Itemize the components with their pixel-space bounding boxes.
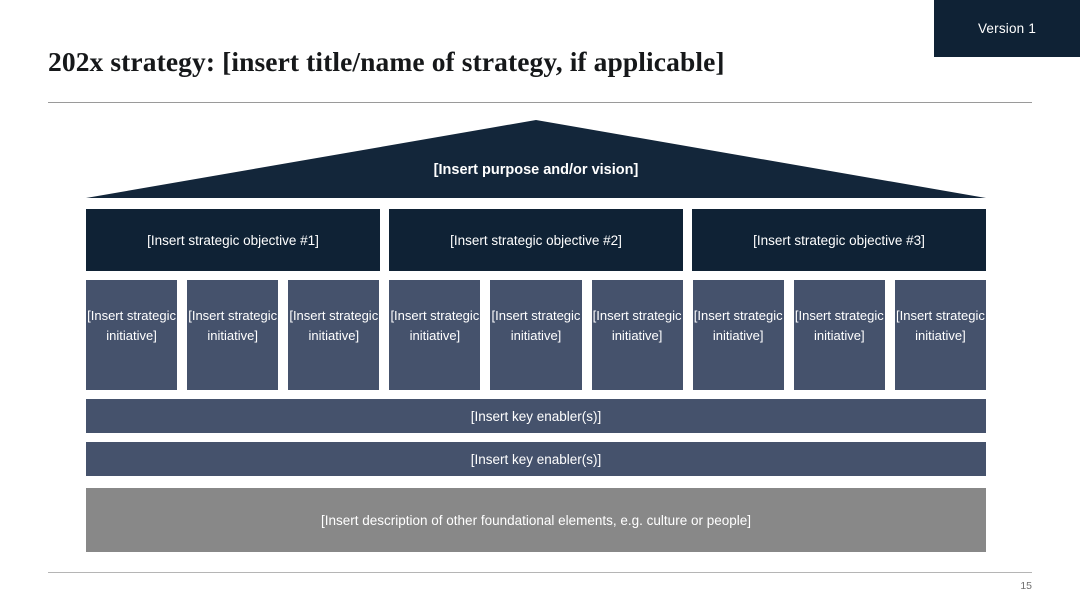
temple-roof: [Insert purpose and/or vision] [86, 120, 986, 198]
initiative-box-8[interactable]: [Insert strategic initiative] [793, 280, 885, 390]
page-title: 202x strategy: [insert title/name of str… [48, 46, 725, 77]
initiative-box-2[interactable]: [Insert strategic initiative] [187, 280, 279, 390]
objectives-row: [Insert strategic objective #1] [Insert … [86, 209, 986, 271]
footer-divider [48, 572, 1032, 573]
purpose-vision-label: [Insert purpose and/or vision] [433, 162, 639, 178]
strategy-temple-diagram: [Insert purpose and/or vision] [Insert s… [86, 120, 986, 552]
version-badge: Version 1 [934, 0, 1080, 57]
initiative-box-9[interactable]: [Insert strategic initiative] [894, 280, 986, 390]
initiatives-row: [Insert strategic initiative] [Insert st… [86, 280, 986, 390]
initiative-box-4[interactable]: [Insert strategic initiative] [389, 280, 481, 390]
objective-label-3: [Insert strategic objective #3] [753, 232, 925, 248]
foundation-label: [Insert description of other foundationa… [320, 512, 751, 528]
objective-label-1: [Insert strategic objective #1] [147, 232, 319, 248]
page-number: 15 [1020, 580, 1032, 592]
initiative-box-1[interactable]: [Insert strategic initiative] [86, 280, 178, 390]
objective-bar-3[interactable]: [Insert strategic objective #3] [692, 209, 986, 271]
enabler-bar-1[interactable]: [Insert key enabler(s)] [86, 399, 986, 433]
objective-label-2: [Insert strategic objective #2] [450, 232, 622, 248]
enabler-label-1: [Insert key enabler(s)] [470, 408, 602, 424]
objective-bar-1[interactable]: [Insert strategic objective #1] [86, 209, 380, 271]
initiative-box-3[interactable]: [Insert strategic initiative] [288, 280, 380, 390]
header-divider [48, 102, 1032, 103]
enabler-bar-2[interactable]: [Insert key enabler(s)] [86, 442, 986, 476]
roof-triangle-shape [86, 120, 986, 198]
initiative-box-7[interactable]: [Insert strategic initiative] [692, 280, 784, 390]
enabler-label-2: [Insert key enabler(s)] [470, 451, 602, 467]
foundation-bar[interactable]: [Insert description of other foundationa… [86, 488, 986, 552]
initiative-box-6[interactable]: [Insert strategic initiative] [591, 280, 683, 390]
initiative-box-5[interactable]: [Insert strategic initiative] [490, 280, 582, 390]
objective-bar-2[interactable]: [Insert strategic objective #2] [389, 209, 683, 271]
